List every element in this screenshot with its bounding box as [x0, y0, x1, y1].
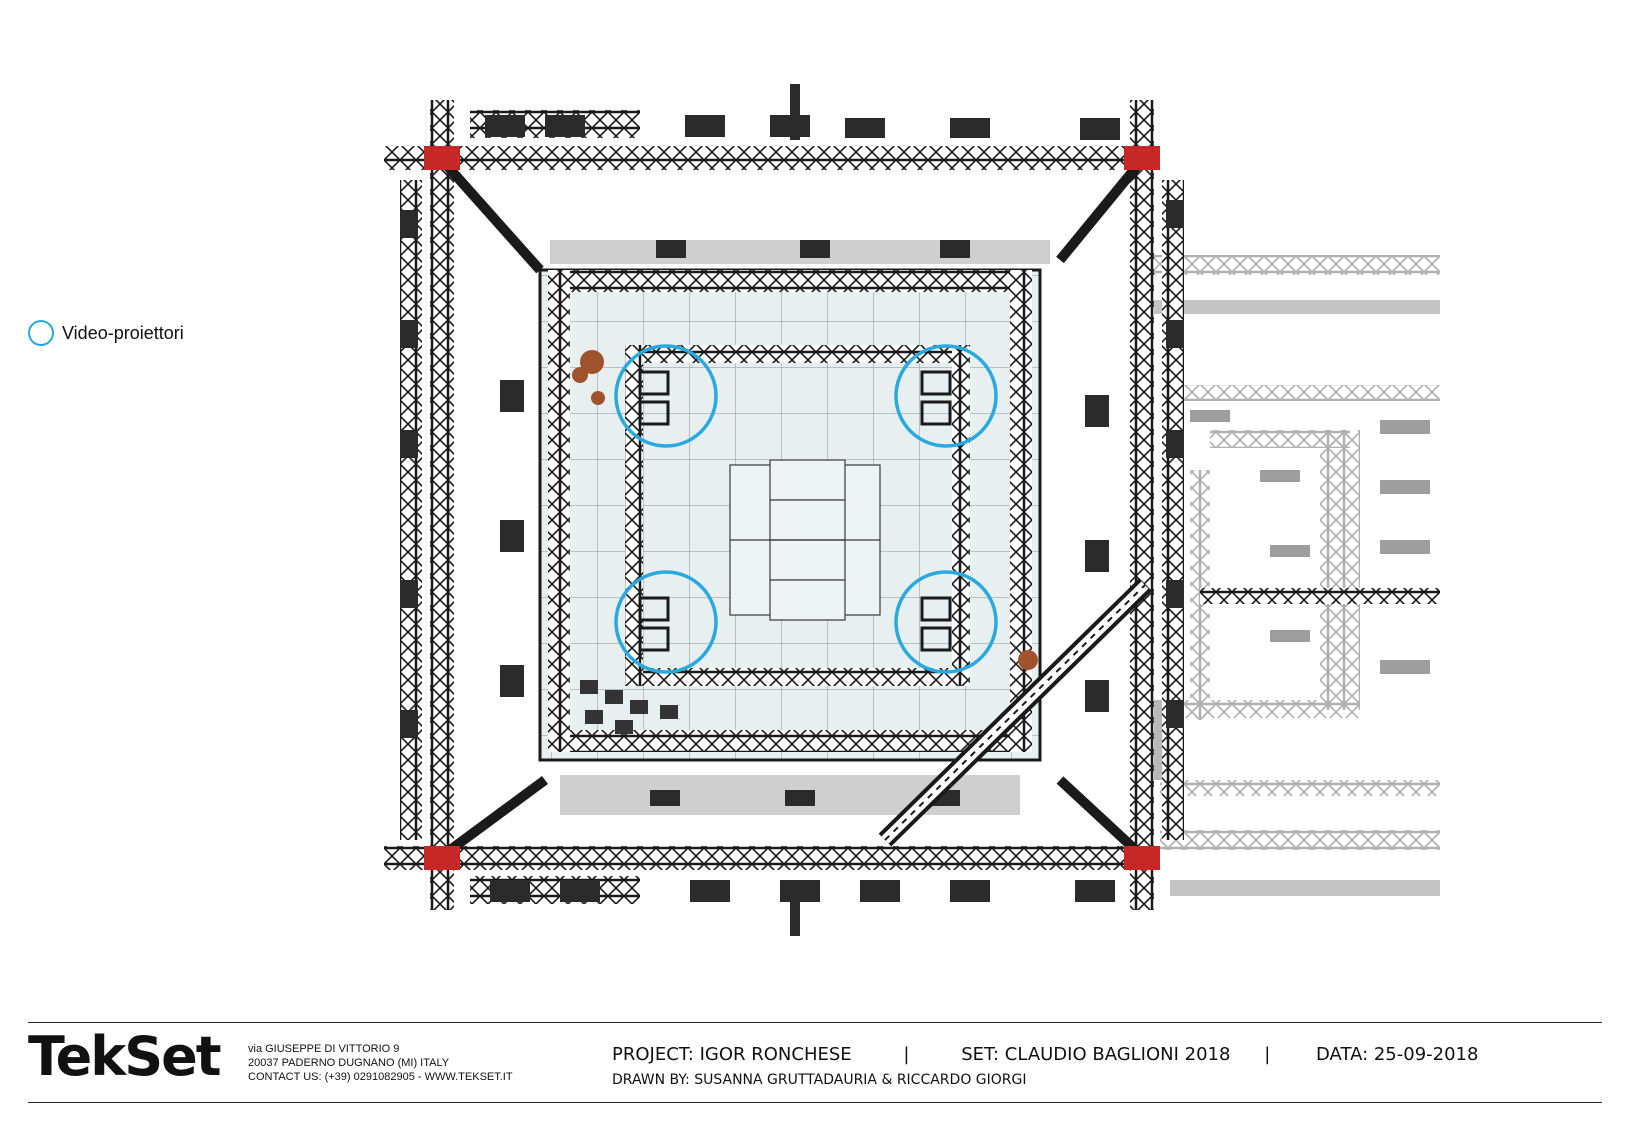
legend: Video-proiettori [28, 320, 184, 346]
center-platform [729, 459, 881, 621]
legend-label: Video-proiettori [62, 322, 184, 343]
project-info-row: PROJECT: IGOR RONCHESE | SET: CLAUDIO BA… [612, 1044, 1478, 1065]
drawing-date: DATA: 25-09-2018 [1316, 1044, 1479, 1065]
set-name: SET: CLAUDIO BAGLIONI 2018 [961, 1044, 1231, 1065]
separator-2: | [1264, 1044, 1271, 1065]
tekset-logo: TekSet [28, 1025, 222, 1088]
title-block-top-rule [28, 1022, 1602, 1023]
middle-truss-ring [548, 270, 1032, 752]
drum-kit [572, 350, 1038, 670]
separator-1: | [903, 1044, 910, 1065]
outer-fixtures [400, 84, 1184, 936]
stage-plan-drawing [384, 84, 1440, 936]
side-truss-right [1200, 588, 1440, 604]
legend-projector-symbol [28, 320, 54, 346]
projector-fixtures [638, 370, 952, 652]
address-line-street: via GIUSEPPE DI VITTORIO 9 [248, 1043, 400, 1055]
address-line-city: 20037 PADERNO DUGNANO (MI) ITALY [248, 1057, 450, 1069]
diagonal-truss [878, 578, 1152, 847]
address-line-contact: CONTACT US: (+39) 0291082905 - WWW.TEKSE… [248, 1071, 513, 1083]
outer-truss-frame [384, 100, 1184, 910]
title-block-bottom-rule [28, 1102, 1602, 1103]
seating-area [580, 680, 678, 734]
drawn-by: DRAWN BY: SUSANNA GRUTTADAURIA & RICCARD… [612, 1072, 1027, 1088]
company-address: via GIUSEPPE DI VITTORIO 9 20037 PADERNO… [248, 1042, 513, 1084]
corner-motors [424, 146, 1160, 870]
video-projector-circles [614, 344, 998, 674]
project-name: PROJECT: IGOR RONCHESE [612, 1044, 852, 1065]
